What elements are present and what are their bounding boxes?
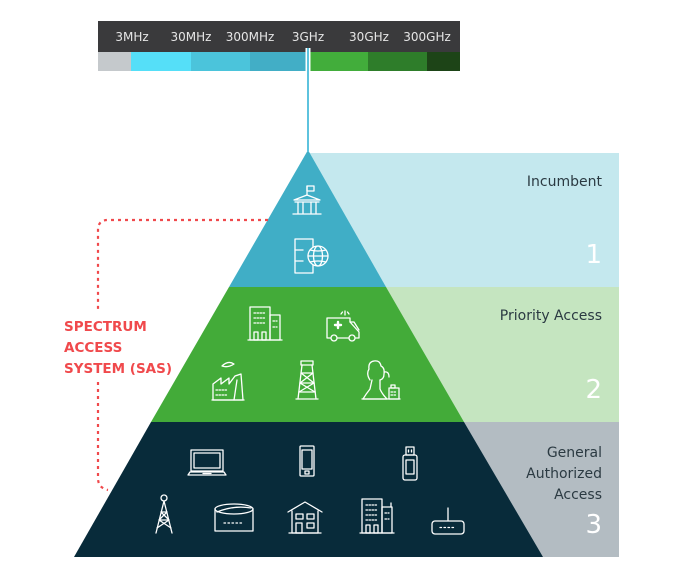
tier-title-incumbent: Incumbent: [527, 174, 603, 190]
freq-label: 300GHz: [403, 30, 451, 44]
house-icon: [287, 501, 323, 534]
tier-title-general-authorized-access: Access: [554, 487, 602, 503]
tier-number-2: 2: [585, 375, 602, 405]
sas-dashed-connector: [96, 218, 268, 312]
freq-label: 3GHz: [292, 30, 324, 44]
tier-number-3: 3: [585, 510, 602, 540]
freq-label: 300MHz: [226, 30, 275, 44]
apartment-building-icon: [359, 498, 395, 534]
tier-number-1: 1: [585, 240, 602, 270]
laptop-icon: [187, 449, 227, 476]
freq-label: 30MHz: [171, 30, 212, 44]
pyramid-tier-3: [74, 422, 543, 557]
spectrum-segment: [98, 52, 131, 71]
tier-title-priority-access: Priority Access: [500, 308, 602, 324]
ambulance-icon: [326, 310, 360, 342]
tier-title-general-authorized-access: General: [547, 445, 602, 461]
globe-server-icon: [294, 238, 329, 274]
frequency-spectrum-bar: 3MHz 30MHz 300MHz 3GHz 30GHz 300GHz: [98, 21, 460, 71]
power-plant-icon: [361, 360, 401, 400]
stadium-icon: [214, 503, 254, 532]
government-building-icon: [292, 185, 322, 215]
spectrum-segment: [250, 52, 306, 71]
spectrum-segment: [191, 52, 250, 71]
office-building-icon: [247, 306, 283, 341]
sas-label: ACCESS: [64, 340, 122, 356]
pyramid-tier-2: [151, 287, 464, 422]
cell-tower-icon: [155, 494, 173, 534]
sas-label: SYSTEM (SAS): [64, 361, 172, 377]
factory-icon: [211, 361, 245, 401]
spectrum-segment: [368, 52, 427, 71]
router-icon: [431, 507, 465, 535]
sas-label: SPECTRUM: [64, 319, 147, 335]
usb-dongle-icon: [402, 446, 418, 481]
freq-label: 30GHz: [349, 30, 389, 44]
spectrum-segment: [427, 52, 460, 71]
spectrum-segment: [310, 52, 368, 71]
pyramid-tier-1: [229, 150, 386, 287]
transmission-tower-icon: [295, 360, 319, 400]
smartphone-icon: [299, 445, 315, 477]
sas-dashed-connector: [96, 382, 109, 492]
freq-label: 3MHz: [115, 30, 148, 44]
frequency-header: [98, 21, 460, 52]
spectrum-segment: [131, 52, 191, 71]
tier-title-general-authorized-access: Authorized: [526, 466, 602, 482]
